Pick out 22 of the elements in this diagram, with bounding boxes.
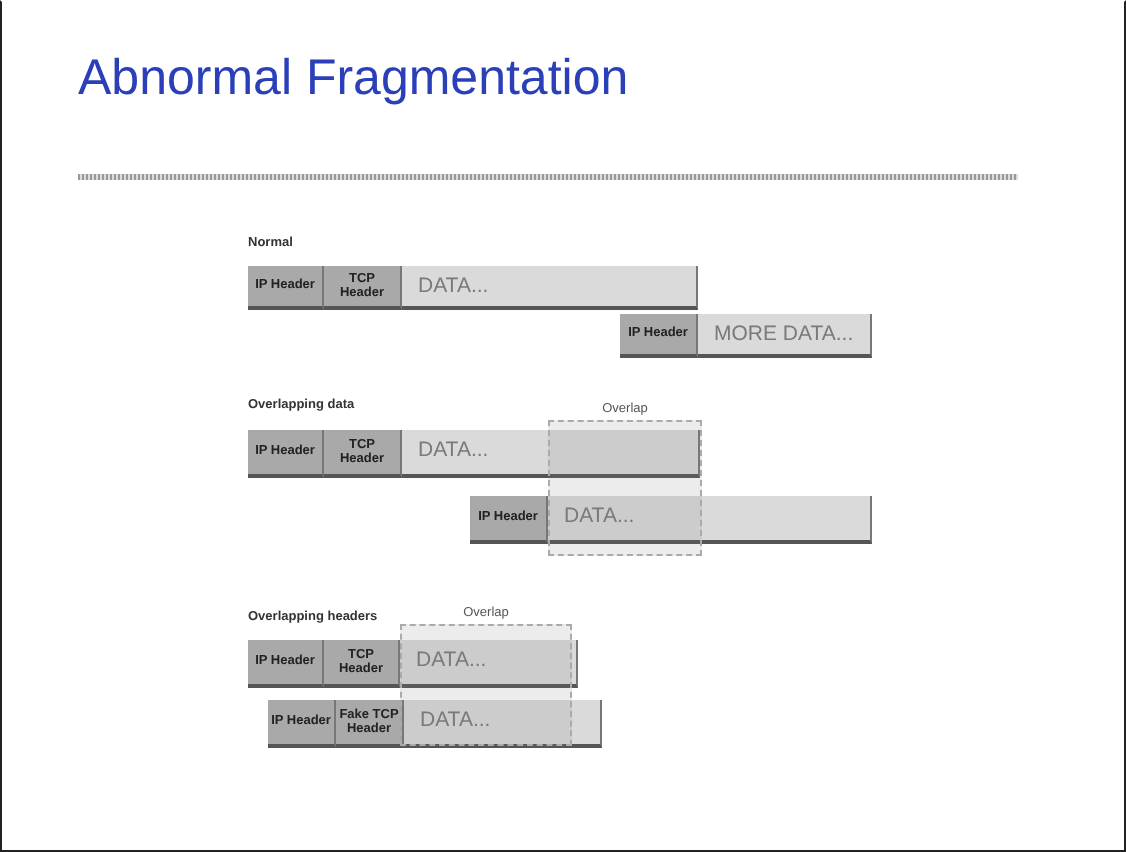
header-segment (470, 496, 548, 544)
data-label: DATA... (418, 438, 489, 462)
header-segment (620, 314, 698, 358)
header-segment (248, 266, 324, 310)
data-label: DATA... (564, 504, 635, 528)
data-segment (698, 314, 872, 358)
data-label: DATA... (416, 648, 487, 672)
data-segment (548, 496, 872, 544)
data-segment (404, 700, 602, 748)
data-segment (402, 430, 700, 478)
header-segment (248, 430, 324, 478)
header-segment (324, 266, 402, 310)
header-segment (324, 430, 402, 478)
data-segment (402, 266, 698, 310)
data-label: DATA... (418, 274, 489, 298)
header-segment (268, 700, 336, 748)
header-segment (336, 700, 404, 748)
data-label: MORE DATA... (714, 322, 854, 346)
data-label: DATA... (420, 708, 491, 732)
header-segment (324, 640, 400, 688)
slide-title: Abnormal Fragmentation (78, 50, 629, 108)
header-segment (248, 640, 324, 688)
